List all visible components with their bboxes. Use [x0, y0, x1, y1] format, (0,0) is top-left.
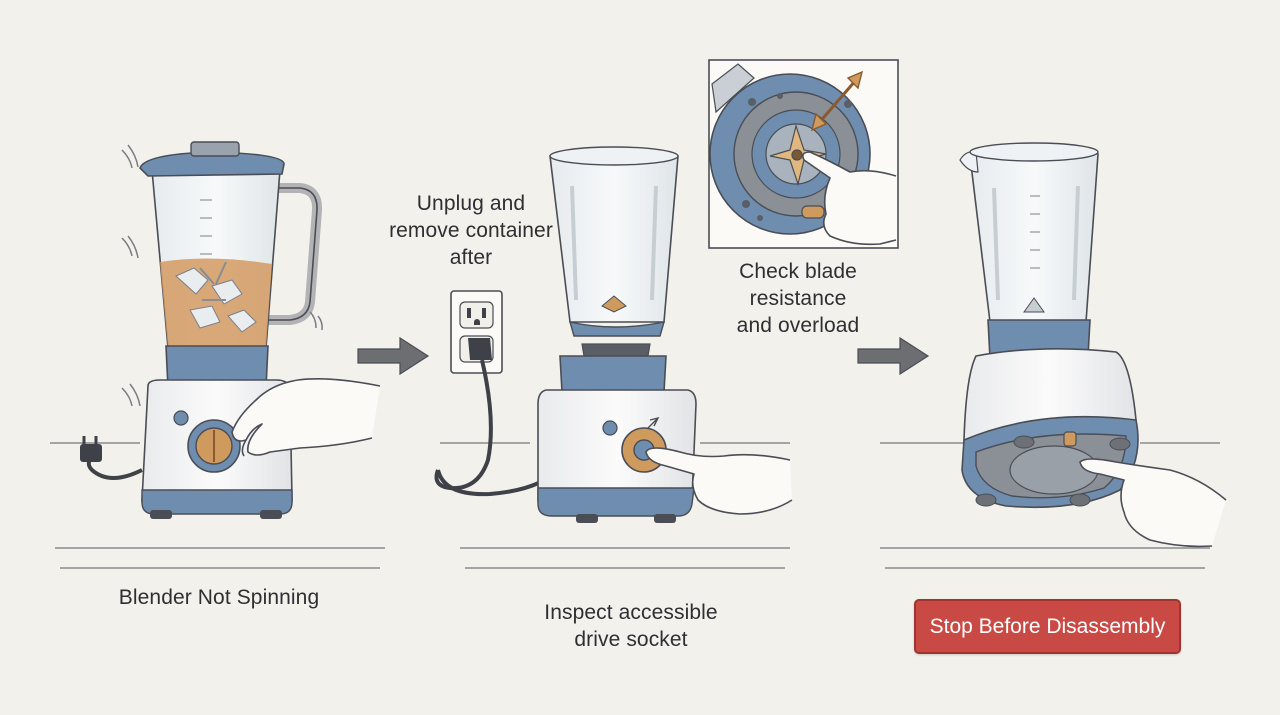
- arrow-right-icon: [857, 336, 930, 376]
- label-line: drive socket: [574, 628, 688, 651]
- blender-icon: [959, 142, 1139, 509]
- blender-icon: [80, 141, 323, 519]
- label-line: after: [449, 246, 493, 269]
- label-line: Check blade: [739, 260, 857, 283]
- hand-icon: [231, 378, 381, 457]
- stop-before-disassembly-button[interactable]: Stop Before Disassembly: [914, 599, 1181, 654]
- label-line: Blender Not Spinning: [118, 586, 320, 609]
- label-line: resistance: [749, 287, 847, 310]
- arrow-right-icon: [357, 336, 430, 376]
- label-line: Unplug and: [416, 192, 526, 215]
- reset-button-icon: [1063, 431, 1077, 447]
- blender-icon: [537, 146, 697, 523]
- blade-icon: [769, 123, 827, 187]
- label-line: Inspect accessible: [544, 601, 718, 624]
- step-label-unplug: Unplug and remove container after: [376, 190, 566, 271]
- hand-icon: [1079, 458, 1227, 548]
- step-label-not-spinning: Blender Not Spinning: [112, 584, 326, 611]
- step-label-check-blade: Check blade resistance and overload: [720, 258, 876, 339]
- blade-inset: [708, 59, 899, 249]
- label-line: and overload: [736, 314, 860, 337]
- hand-icon: [645, 447, 793, 515]
- step-label-inspect: Inspect accessible drive socket: [524, 599, 738, 653]
- counter-lines: [50, 442, 1220, 569]
- power-outlet-icon: [450, 290, 503, 374]
- label-line: remove container: [389, 219, 553, 242]
